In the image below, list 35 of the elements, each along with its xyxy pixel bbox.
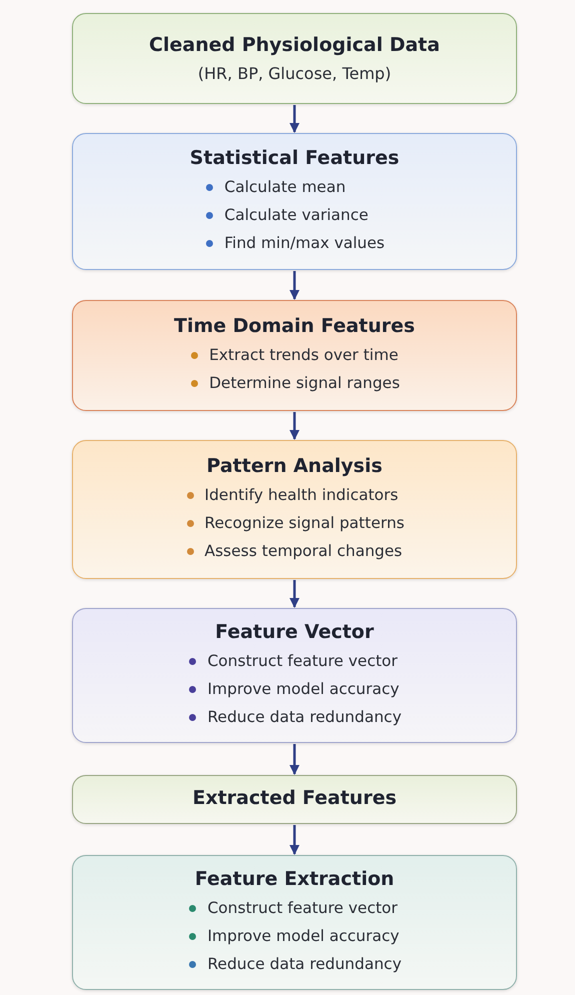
bullet-item: Improve model accuracy bbox=[187, 674, 400, 702]
bullet-item: Reduce data redundancy bbox=[187, 702, 402, 730]
bullet-item: Construct feature vector bbox=[187, 646, 398, 674]
bullet-item: Calculate variance bbox=[204, 200, 368, 228]
arrow bbox=[290, 271, 300, 300]
arrow bbox=[290, 412, 300, 440]
box-heading: Feature Vector bbox=[215, 620, 374, 642]
process-box bbox=[72, 300, 517, 411]
process-box bbox=[72, 608, 517, 743]
process-box bbox=[72, 133, 517, 270]
bullet-item: Determine signal ranges bbox=[189, 368, 400, 396]
process-box bbox=[72, 855, 517, 990]
bullet-item: Assess temporal changes bbox=[184, 536, 402, 564]
box-heading: Feature Extraction bbox=[194, 868, 394, 890]
process-box bbox=[72, 13, 517, 104]
bullet-item: Extract trends over time bbox=[189, 340, 398, 368]
bullet-item: Improve model accuracy bbox=[187, 922, 400, 950]
arrow bbox=[290, 580, 300, 608]
bullet-item: Identify health indicators bbox=[184, 480, 398, 508]
box-heading: Statistical Features bbox=[190, 146, 400, 168]
bullet-item: Calculate mean bbox=[204, 172, 346, 200]
arrow bbox=[290, 105, 300, 133]
process-box bbox=[72, 440, 517, 579]
bullet-item: Recognize signal patterns bbox=[184, 508, 404, 536]
box-heading: Time Domain Features bbox=[174, 314, 415, 336]
bullet-item: Construct feature vector bbox=[187, 894, 398, 922]
box-heading: Pattern Analysis bbox=[206, 454, 382, 476]
box-heading: Extracted Features bbox=[192, 786, 397, 808]
box-subtitle: (HR, BP, Glucose, Temp) bbox=[198, 64, 392, 83]
process-box bbox=[72, 775, 517, 824]
arrow bbox=[290, 825, 300, 855]
arrow bbox=[290, 744, 300, 775]
bullet-item: Reduce data redundancy bbox=[187, 950, 402, 978]
bullet-item: Find min/max values bbox=[204, 228, 385, 256]
box-heading: Cleaned Physiological Data bbox=[149, 34, 440, 56]
